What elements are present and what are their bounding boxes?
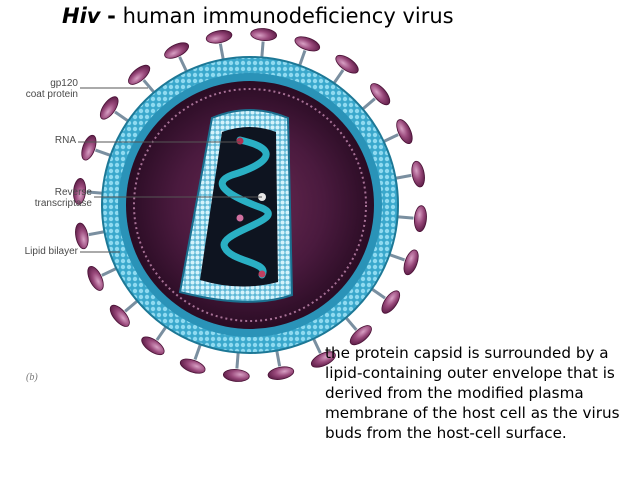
panel-tag: (b) [26, 372, 38, 383]
lipid-label-text: Lipid bilayer [24, 246, 78, 257]
gp120-spike [250, 28, 278, 42]
reverse-transcriptase-label: Reverse transcriptase [10, 187, 92, 209]
title-abbreviation: Hiv [62, 4, 101, 28]
rna-strand-1 [218, 136, 270, 212]
spike-stalk [395, 215, 414, 220]
gp120-spike [222, 368, 250, 382]
title-full-name: human immunodeficiency virus [122, 4, 454, 28]
gp120-spike [109, 304, 130, 327]
rt-label-line2: transcriptase [34, 198, 92, 209]
gp120-label-line1: gp120 [50, 78, 78, 89]
gp120-spike [99, 96, 119, 120]
gp120-label: gp120 coat protein [16, 78, 78, 100]
gp120-spike [411, 160, 425, 188]
spike-stalk [178, 56, 189, 74]
gp120-spike [73, 177, 87, 205]
rna-label-text: RNA [54, 135, 76, 146]
gp120-spike [335, 54, 359, 74]
lipid-bilayer-label: Lipid bilayer [10, 246, 78, 257]
gp120-label-line2: coat protein [25, 89, 78, 100]
gp120-spike [381, 290, 401, 314]
title-separator: - [107, 4, 116, 28]
page-title: Hiv - human immunodeficiency virus [62, 4, 454, 28]
gp120-spike [413, 205, 427, 233]
spike-stalk [381, 133, 399, 144]
gp120-spike [396, 119, 413, 145]
gp120-spike [164, 42, 190, 59]
gp120-spike [81, 134, 97, 161]
gp120-spikes [73, 28, 427, 382]
gp120-spike [294, 36, 321, 52]
gp120-spike [141, 336, 165, 356]
reverse-transcriptase-2 [236, 214, 244, 222]
gp120-spike [179, 358, 206, 374]
caption: the protein capsid is surrounded by a li… [325, 344, 620, 442]
rt-label-line1: Reverse [54, 187, 92, 198]
gp120-spike [349, 325, 372, 346]
gp120-spike [267, 366, 295, 380]
reverse-transcriptase-3 [258, 270, 266, 278]
rna-label: RNA [16, 135, 76, 146]
gp120-spike [128, 64, 151, 85]
gp120-spike [370, 83, 391, 106]
spike-stalk [235, 350, 240, 369]
gp120-spike [87, 265, 104, 291]
gp120-spike [75, 222, 89, 250]
rna-end-dot [236, 137, 244, 145]
gp120-spike [403, 249, 419, 276]
gp120-spike [310, 351, 336, 368]
rna-strand-2 [220, 204, 272, 279]
matrix-ring [133, 88, 367, 322]
gp120-spike [205, 30, 233, 44]
